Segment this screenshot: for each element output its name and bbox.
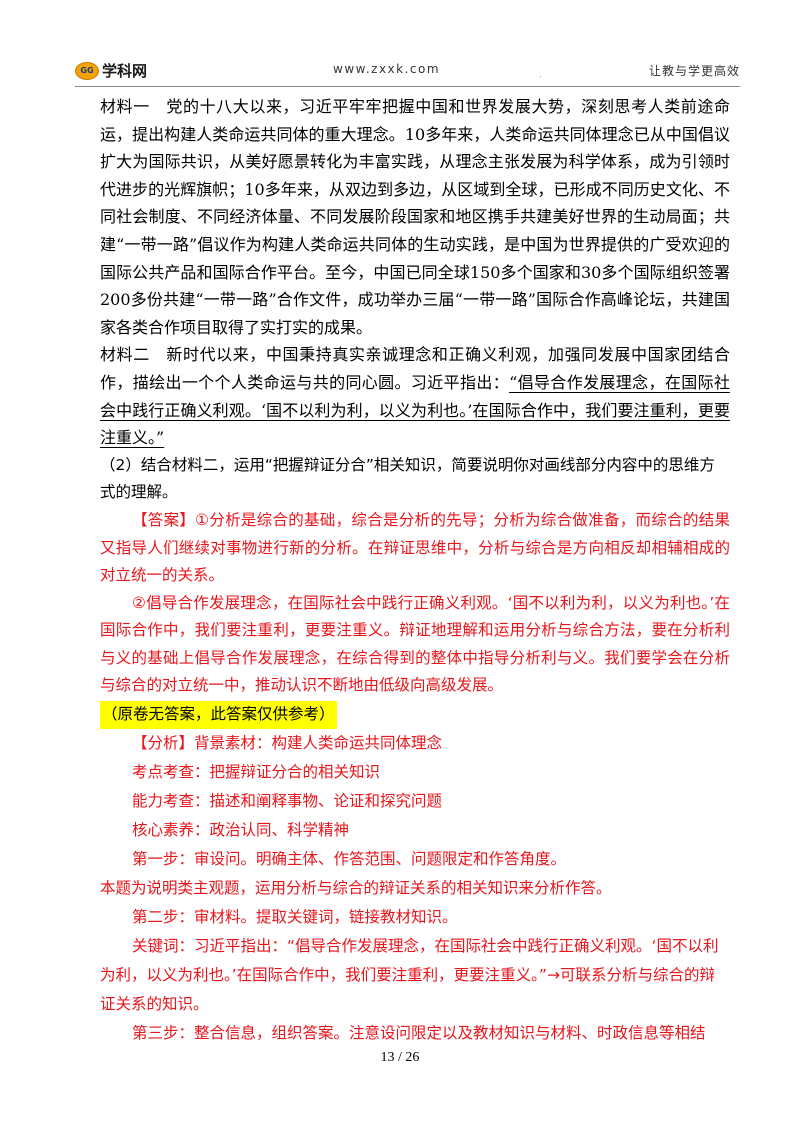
analysis-section: 【分析】背景素材：构建人类命运共同体理念 考点考查：把握辩证分合的相关知识 能力… <box>100 729 730 1048</box>
page-content: 材料一 党的十八大以来，习近平牢牢把握中国和世界发展大势，深刻思考人类前途命运，… <box>100 93 730 1048</box>
analysis-line: 第三步：整合信息，组织答案。注意设问限定以及教材知识与材料、时政信息等相结 <box>132 1023 706 1042</box>
analysis-line: 【分析】背景素材：构建人类命运共同体理念 <box>132 733 443 752</box>
answer-point-2: ②倡导合作发展理念，在国际社会中践行正确义利观。‘国不以利为利，以义为利也。’在… <box>100 593 730 695</box>
analysis-line: 本题为说明类主观题，运用分析与综合的辩证关系的相关知识来分析作答。 <box>100 878 612 897</box>
analysis-line: 第一步：审设问。明确主体、作答范围、问题限定和作答角度。 <box>132 849 567 868</box>
header-divider <box>75 86 740 87</box>
answer-note-row: （原卷无答案，此答案仅供参考） <box>100 700 730 729</box>
analysis-line: 考点考查：把握辩证分合的相关知识 <box>132 762 381 781</box>
page-number: 13 / 26 <box>380 1050 420 1065</box>
site-url[interactable]: www.zxxk.com <box>333 62 441 76</box>
question-text: （2）结合材料二，运用“把握辩证分合”相关知识，简要说明你对画线部分内容中的思维… <box>100 455 715 502</box>
analysis-line: 能力考查：描述和阐释事物、论证和探究问题 <box>132 791 443 810</box>
material-two-underlined-quote: “倡导合作发展理念，在国际社会中践行正确义利观。‘国不以利为利，以义为利也。’在… <box>100 372 730 448</box>
answer-note-highlight: （原卷无答案，此答案仅供参考） <box>100 701 337 729</box>
material-section: 材料一 党的十八大以来，习近平牢牢把握中国和世界发展大势，深刻思考人类前途命运，… <box>100 93 730 452</box>
material-two-text: 材料二 新时代以来，中国秉持真实亲诚理念和正确义利观，加强同发展中国家团结合作，… <box>100 345 730 392</box>
page-header: GG 学科网 www.zxxk.com 让教与学更高效 <box>75 60 740 82</box>
speck <box>540 76 541 77</box>
logo-text: 学科网 <box>102 62 148 80</box>
answer-point-1: 【答案】①分析是综合的基础，综合是分析的先导；分析为综合做准备，而综合的结果又指… <box>100 510 730 585</box>
logo-badge-icon: GG <box>75 61 99 80</box>
analysis-line: 核心素养：政治认同、科学精神 <box>132 820 350 839</box>
material-one: 材料一 党的十八大以来，习近平牢牢把握中国和世界发展大势，深刻思考人类前途命运，… <box>100 97 730 337</box>
answer-section: 【答案】①分析是综合的基础，综合是分析的先导；分析为综合做准备，而综合的结果又指… <box>100 507 730 729</box>
analysis-line: 关键词：习近平指出：“倡导合作发展理念，在国际社会中践行正确义利观。‘国不以利为… <box>100 936 719 1013</box>
analysis-line: 第二步：审材料。提取关键词，链接教材知识。 <box>132 907 458 926</box>
material-two: 材料二 新时代以来，中国秉持真实亲诚理念和正确义利观，加强同发展中国家团结合作，… <box>100 341 730 451</box>
header-slogan: 让教与学更高效 <box>648 64 740 78</box>
site-logo[interactable]: GG 学科网 <box>75 60 147 81</box>
